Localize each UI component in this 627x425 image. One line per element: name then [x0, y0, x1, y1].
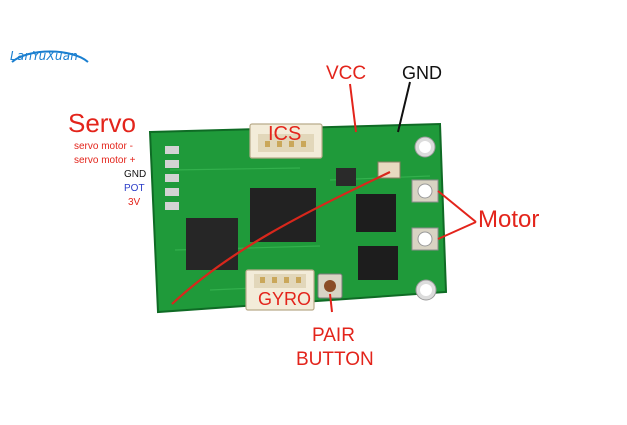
servo-pads	[165, 146, 179, 210]
antenna-wire	[171, 171, 391, 305]
pair-label: PAIR	[312, 325, 355, 346]
gyro-label: GYRO	[258, 289, 312, 309]
watermark-logo-icon	[11, 50, 89, 63]
button-label: BUTTON	[296, 349, 374, 370]
vcc-label: VCC	[326, 63, 367, 84]
gyro-connector	[245, 269, 315, 311]
pointer-lines	[329, 81, 477, 313]
watermark-text: LanYuXuan	[10, 49, 79, 63]
servo-plus-label: servo motor +	[74, 155, 136, 166]
gnd-label: GND	[402, 63, 442, 83]
motor-pads	[411, 136, 439, 301]
motor-label: Motor	[478, 206, 540, 233]
servo-3v-label: 3V	[128, 197, 141, 208]
servo-pot-label: POT	[124, 183, 145, 194]
ics-label: ICS	[268, 123, 302, 145]
ics-connector	[249, 123, 323, 159]
servo-minus-label: servo motor -	[74, 141, 133, 152]
servo-title: Servo	[68, 108, 136, 138]
servo-gnd-label: GND	[124, 169, 147, 180]
pair-button	[317, 273, 343, 299]
